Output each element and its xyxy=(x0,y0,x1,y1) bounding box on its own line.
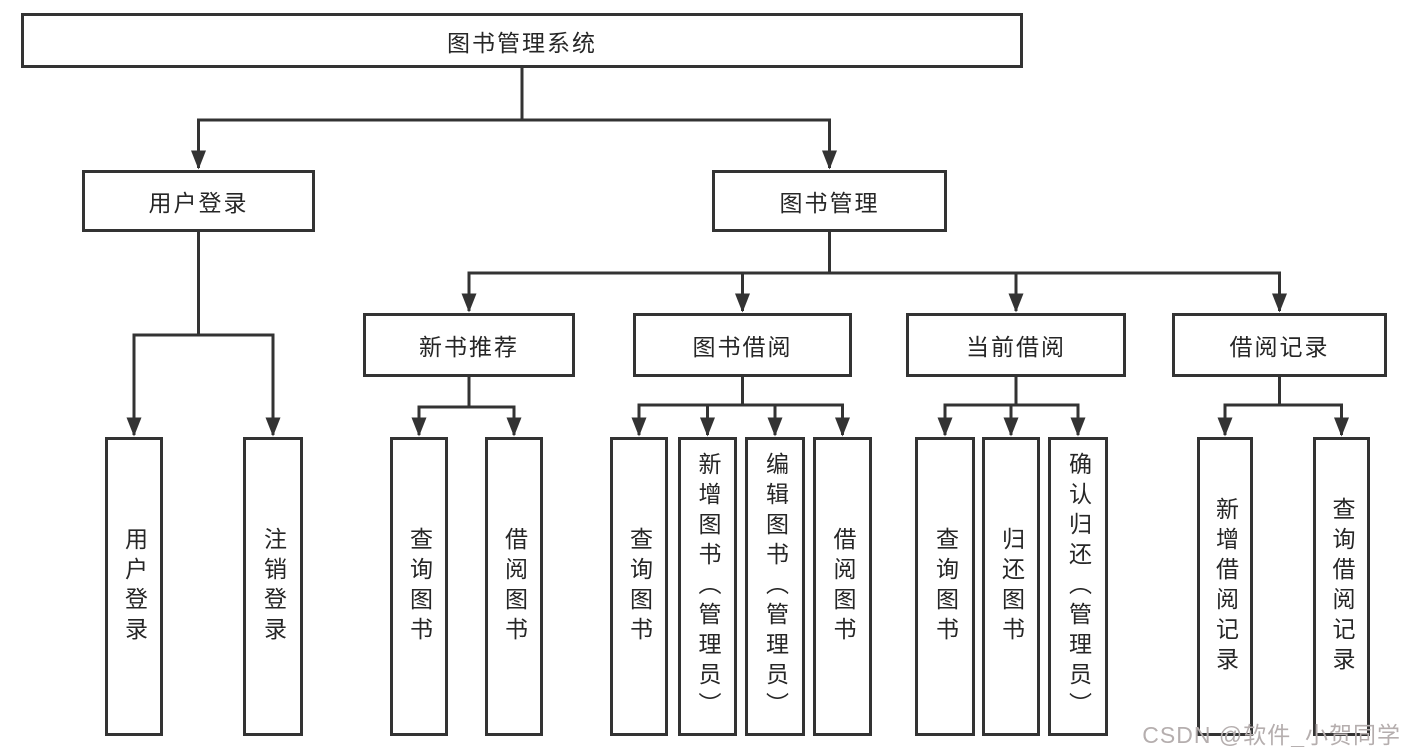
node-label: 归还图书 xyxy=(998,526,1025,647)
diagram-node-leaf-user-login: 用户登录 xyxy=(105,437,163,736)
arrowhead-icon xyxy=(937,417,953,437)
node-label: 图书管理 xyxy=(779,190,880,216)
diagram-node-leaf-bw-add: 新增图书（管理员） xyxy=(678,437,737,736)
arrowhead-icon xyxy=(1003,417,1019,437)
arrowhead-icon xyxy=(461,293,477,313)
arrowhead-icon xyxy=(700,417,715,437)
arrowhead-icon xyxy=(767,417,783,437)
arrowhead-icon xyxy=(1070,417,1086,437)
diagram-node-leaf-rec-query: 查询借阅记录 xyxy=(1313,437,1370,736)
node-label: 借阅图书 xyxy=(501,526,528,647)
arrowhead-icon xyxy=(126,417,142,437)
diagram-node-leaf-nb-borrow: 借阅图书 xyxy=(485,437,543,736)
arrowhead-icon xyxy=(191,150,206,170)
arrowhead-icon xyxy=(1272,293,1287,313)
node-label: 图书借阅 xyxy=(692,334,793,360)
node-label: 用户登录 xyxy=(121,526,148,647)
diagram-node-new-book-rec: 新书推荐 xyxy=(363,313,575,377)
node-label: 新增图书（管理员） xyxy=(695,451,721,722)
node-label: 图书管理系统 xyxy=(447,29,597,56)
node-label: 新书推荐 xyxy=(419,334,519,360)
node-label: 借阅记录 xyxy=(1229,334,1330,360)
diagram-node-leaf-bw-query: 查询图书 xyxy=(610,437,668,736)
diagram-node-leaf-cur-confirm: 确认归还（管理员） xyxy=(1048,437,1108,736)
arrowhead-icon xyxy=(411,417,427,437)
watermark: CSDN @软件_小贺同学 xyxy=(1142,722,1401,747)
node-label: 确认归还（管理员） xyxy=(1065,451,1092,722)
diagram-node-leaf-cur-query: 查询图书 xyxy=(915,437,975,736)
diagram-node-current-borrow: 当前借阅 xyxy=(906,313,1126,377)
diagram-node-leaf-bw-borrow: 借阅图书 xyxy=(813,437,872,736)
diagram-node-user-login-group: 用户登录 xyxy=(82,170,315,232)
node-label: 查询借阅记录 xyxy=(1329,496,1355,677)
diagram-node-leaf-nb-query: 查询图书 xyxy=(390,437,448,736)
diagram-node-system-root: 图书管理系统 xyxy=(21,13,1023,68)
diagram-node-leaf-logout: 注销登录 xyxy=(243,437,303,736)
diagram-node-borrow-records: 借阅记录 xyxy=(1172,313,1387,377)
node-label: 注销登录 xyxy=(260,526,287,647)
arrowhead-icon xyxy=(1217,417,1233,437)
node-label: 新增借阅记录 xyxy=(1212,496,1239,677)
diagram-node-book-mgmt-group: 图书管理 xyxy=(712,170,947,232)
node-label: 查询图书 xyxy=(406,526,433,647)
arrowhead-icon xyxy=(1008,293,1024,313)
arrowhead-icon xyxy=(835,417,850,437)
diagram-node-leaf-cur-return: 归还图书 xyxy=(982,437,1040,736)
node-label: 编辑图书（管理员） xyxy=(762,451,789,722)
arrowhead-icon xyxy=(735,293,750,313)
node-label: 用户登录 xyxy=(148,190,249,216)
diagram-node-leaf-rec-add: 新增借阅记录 xyxy=(1197,437,1253,736)
node-label: 查询图书 xyxy=(932,526,959,647)
node-label: 查询图书 xyxy=(626,526,653,647)
diagram-node-leaf-bw-edit: 编辑图书（管理员） xyxy=(745,437,805,736)
arrowhead-icon xyxy=(265,417,281,437)
diagram-node-book-borrow: 图书借阅 xyxy=(633,313,852,377)
node-label: 借阅图书 xyxy=(830,526,856,647)
arrowhead-icon xyxy=(506,417,522,437)
node-label: 当前借阅 xyxy=(966,334,1066,360)
arrowhead-icon xyxy=(1334,417,1349,437)
arrowhead-icon xyxy=(631,417,647,437)
arrowhead-icon xyxy=(822,150,837,170)
